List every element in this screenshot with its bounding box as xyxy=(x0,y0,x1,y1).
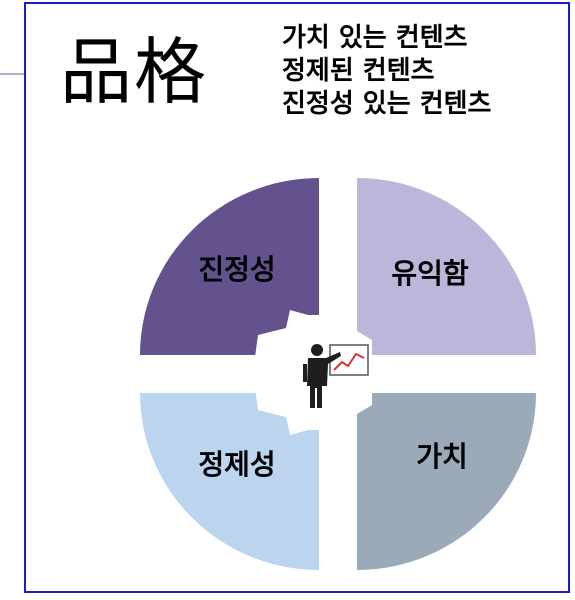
page-title: 品格 xyxy=(60,30,209,114)
tagline-item: 진정성 있는 컨텐츠 xyxy=(282,89,492,119)
quadrant-value xyxy=(357,393,536,570)
quadrant-label-usefulness: 유익함 xyxy=(391,257,469,290)
tagline-item: 정제된 컨텐츠 xyxy=(282,56,435,86)
presenter-with-chart-icon xyxy=(303,344,369,408)
quadrant-refinement xyxy=(140,393,319,570)
quadrant-label-authenticity: 진정성 xyxy=(198,253,275,286)
quadrant-label-value: 가치 xyxy=(416,440,468,473)
quadrant-authenticity xyxy=(140,178,319,355)
quadrant-label-refinement: 정제성 xyxy=(198,448,275,481)
tagline-list: 가치 있는 컨텐츠 정제된 컨텐츠 진정성 있는 컨텐츠 xyxy=(282,22,491,121)
tagline-item: 가치 있는 컨텐츠 xyxy=(282,23,468,53)
accent-line xyxy=(0,73,24,75)
quadrant-usefulness xyxy=(357,178,536,355)
